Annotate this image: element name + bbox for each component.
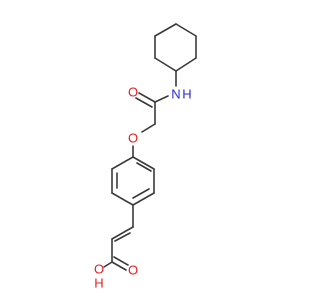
bond bbox=[138, 92, 156, 103]
amide-o-label: O bbox=[128, 85, 138, 100]
acid-carbonyl bbox=[111, 256, 129, 271]
bond bbox=[154, 23, 177, 37]
benzene-ring bbox=[111, 156, 155, 206]
bond bbox=[154, 57, 177, 72]
vinyl-double-bond bbox=[111, 226, 134, 242]
structure-diagram: N H O O O H O bbox=[94, 23, 197, 291]
amide-carbonyl bbox=[135, 92, 156, 108]
bond bbox=[132, 192, 155, 206]
bond bbox=[103, 261, 113, 268]
acid-oh-h-label: H bbox=[94, 276, 103, 291]
bond bbox=[132, 156, 155, 170]
bond bbox=[135, 97, 153, 108]
acid-oh-o-label: O bbox=[94, 262, 104, 277]
bond bbox=[111, 261, 127, 271]
bond bbox=[114, 232, 131, 242]
bond bbox=[175, 57, 197, 72]
bond bbox=[141, 123, 156, 133]
bond bbox=[136, 162, 152, 172]
bond bbox=[132, 188, 150, 199]
atom-labels: N H O O O H O bbox=[94, 85, 192, 291]
bond bbox=[113, 256, 129, 266]
amide-n-label: N bbox=[171, 87, 180, 102]
bond bbox=[111, 156, 134, 170]
bond bbox=[154, 95, 169, 103]
bond bbox=[111, 226, 134, 240]
cyclohexyl-ring bbox=[154, 23, 197, 72]
amide-h-label: H bbox=[182, 87, 191, 102]
acid-co-o-label: O bbox=[128, 263, 138, 278]
bond bbox=[111, 192, 134, 206]
bond bbox=[175, 23, 197, 37]
ether-o-label: O bbox=[128, 131, 138, 146]
